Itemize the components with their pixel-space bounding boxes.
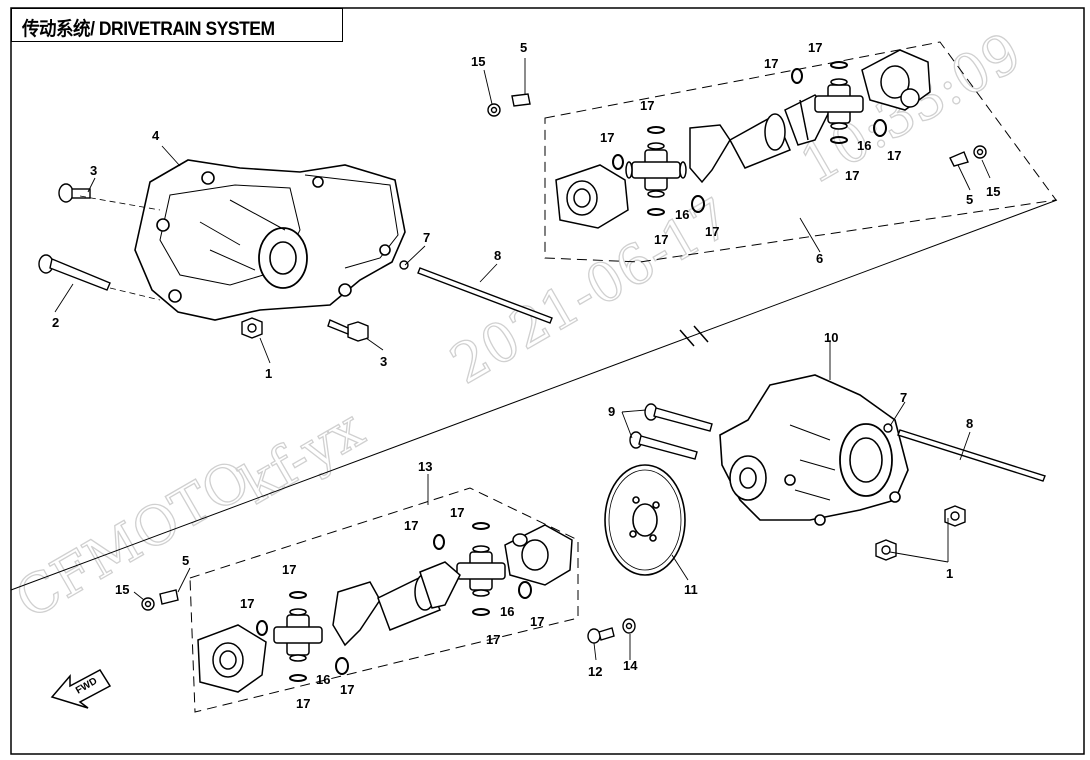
callout-5-upper-left: 5 <box>520 40 527 55</box>
watermark-brand: CFMOTO <box>5 447 260 631</box>
callout-17-n: 17 <box>240 596 254 611</box>
bolt-5-upper-right <box>949 145 987 167</box>
callout-17-e: 17 <box>764 56 778 71</box>
callout-3-lower: 3 <box>380 354 387 369</box>
snap-ring-front-left <box>612 126 705 216</box>
axle-shaft-8-upper <box>399 260 553 324</box>
long-bolt-2 <box>38 254 111 291</box>
brake-disc-11 <box>604 464 686 576</box>
callout-10: 10 <box>824 330 838 345</box>
callout-17-j: 17 <box>450 505 464 520</box>
callout-17-b: 17 <box>600 130 614 145</box>
group-outline-rear-driveshaft <box>189 487 579 713</box>
rear-differential-housing <box>719 374 909 526</box>
leader-lines <box>54 58 991 661</box>
callout-13: 13 <box>418 459 432 474</box>
u-joint-rear-left <box>273 608 323 662</box>
callout-17-l: 17 <box>486 632 500 647</box>
callout-1-upper: 1 <box>265 366 272 381</box>
callout-15-lower: 15 <box>115 582 129 597</box>
callout-2: 2 <box>52 315 59 330</box>
callout-7-upper: 7 <box>423 230 430 245</box>
nut-1-lower-right <box>944 505 966 527</box>
callout-17-a: 17 <box>640 98 654 113</box>
callout-1-lower: 1 <box>946 566 953 581</box>
callout-17-o: 17 <box>340 682 354 697</box>
title-box <box>11 8 343 42</box>
callout-11: 11 <box>684 582 698 597</box>
callout-9: 9 <box>608 404 615 419</box>
callout-labels: 3 4 2 1 3 7 8 5 15 17 17 16 17 17 17 17 … <box>52 40 1000 711</box>
callout-8-upper: 8 <box>494 248 501 263</box>
section-divider-line <box>10 199 1058 591</box>
front-differential-housing <box>134 159 406 321</box>
callout-12: 12 <box>588 664 602 679</box>
callout-17-c: 17 <box>654 232 668 247</box>
snap-ring-front-right <box>791 61 887 144</box>
callout-17-d: 17 <box>705 224 719 239</box>
flange-upper-right <box>861 49 931 111</box>
callout-14: 14 <box>623 658 638 673</box>
flange-yoke-upper <box>555 164 629 229</box>
u-joint-front-left <box>625 142 687 198</box>
flange-lower-left <box>197 624 267 693</box>
snap-ring-rear-right <box>433 522 532 616</box>
callout-16-a: 16 <box>675 207 689 222</box>
bolt-9-upper <box>644 403 713 432</box>
flange-lower-right <box>504 524 573 586</box>
bolt-3-upper <box>58 183 91 203</box>
callout-15-upper-left: 15 <box>471 54 485 69</box>
callout-16-d: 16 <box>316 672 330 687</box>
bolt-3-lower <box>327 319 369 342</box>
rear-driveshaft-tube <box>332 561 461 647</box>
callout-16-b: 16 <box>857 138 871 153</box>
bolt-5-upper-left <box>487 93 531 117</box>
callout-17-m: 17 <box>282 562 296 577</box>
callout-5-lower: 5 <box>182 553 189 568</box>
callout-17-k: 17 <box>530 614 544 629</box>
bolt-9-lower <box>629 431 698 460</box>
group-outline-front-driveshaft <box>544 41 1057 263</box>
forward-direction-arrow-icon: FWD <box>50 669 112 709</box>
axle-shaft-8-lower <box>883 423 1046 482</box>
callout-3-upper: 3 <box>90 163 97 178</box>
washer-14 <box>622 618 636 634</box>
callout-15-upper-right: 15 <box>986 184 1000 199</box>
break-mark <box>679 325 709 347</box>
nut-1-upper <box>241 317 263 339</box>
watermark-user: kf-yx <box>230 397 374 517</box>
snap-ring-rear-left <box>256 591 349 682</box>
diagram-frame <box>10 7 1085 755</box>
callout-17-f: 17 <box>808 40 822 55</box>
callout-16-c: 16 <box>500 604 514 619</box>
u-joint-rear-right <box>456 545 506 597</box>
callout-17-h: 17 <box>845 168 859 183</box>
callout-4: 4 <box>152 128 160 143</box>
callout-17-p: 17 <box>296 696 310 711</box>
bolt-5-lower <box>141 589 179 611</box>
callout-8-lower: 8 <box>966 416 973 431</box>
callout-7-lower: 7 <box>900 390 907 405</box>
callout-17-i: 17 <box>404 518 418 533</box>
callout-6: 6 <box>816 251 823 266</box>
front-driveshaft-tube <box>689 94 831 184</box>
bolt-12 <box>587 627 615 644</box>
u-joint-front-right <box>814 78 864 130</box>
nut-1-lower-left <box>875 539 897 561</box>
callout-5-upper-right: 5 <box>966 192 973 207</box>
callout-17-g: 17 <box>887 148 901 163</box>
page-title: 传动系统/ DRIVETRAIN SYSTEM <box>22 19 275 40</box>
